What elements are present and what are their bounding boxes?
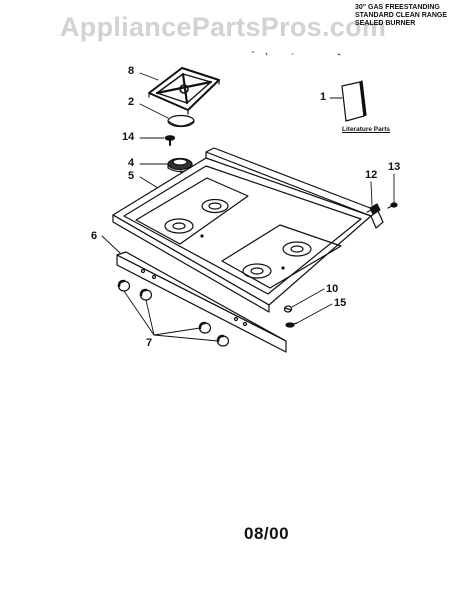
burner-grate[interactable] — [148, 67, 220, 115]
callout-7: 7 — [146, 337, 153, 349]
orifice-hood[interactable] — [366, 203, 381, 215]
date-code: 08/00 — [244, 524, 290, 543]
callout-1: 1 — [320, 91, 327, 103]
title-line-3: SEALED BURNER — [355, 20, 416, 27]
knob[interactable] — [117, 279, 131, 292]
orifice-screw[interactable] — [387, 202, 398, 209]
callout-10: 10 — [326, 283, 339, 295]
knob[interactable] — [216, 334, 230, 347]
literature-parts-label: Literature Parts — [342, 126, 391, 133]
burner-screw[interactable] — [164, 135, 176, 146]
manifold-panel[interactable] — [116, 251, 287, 353]
callout-4: 4 — [128, 157, 135, 169]
callout-12: 12 — [365, 169, 378, 181]
callout-14: 14 — [122, 131, 135, 143]
scan-marks — [251, 51, 341, 56]
callout-8: 8 — [128, 65, 135, 77]
spring-clip[interactable] — [283, 305, 293, 313]
callout-15: 15 — [334, 297, 347, 309]
callout-5: 5 — [128, 170, 135, 182]
callout-6: 6 — [91, 230, 98, 242]
literature-booklet[interactable] — [341, 80, 367, 122]
knob[interactable] — [139, 288, 153, 301]
watermark: AppliancePartsPros.com — [60, 12, 387, 42]
cooktop[interactable] — [112, 147, 384, 313]
leader-lines — [101, 72, 395, 342]
knob[interactable] — [198, 321, 212, 334]
title-line-2: STANDARD CLEAN RANGE — [355, 12, 448, 19]
callout-13: 13 — [388, 161, 401, 173]
mounting-screw[interactable] — [285, 322, 298, 328]
diagram-title: 30" GAS FREESTANDING STANDARD CLEAN RANG… — [355, 4, 461, 28]
burner-cap[interactable] — [167, 114, 195, 128]
callout-2: 2 — [128, 96, 135, 108]
title-line-1: 30" GAS FREESTANDING — [355, 4, 440, 11]
